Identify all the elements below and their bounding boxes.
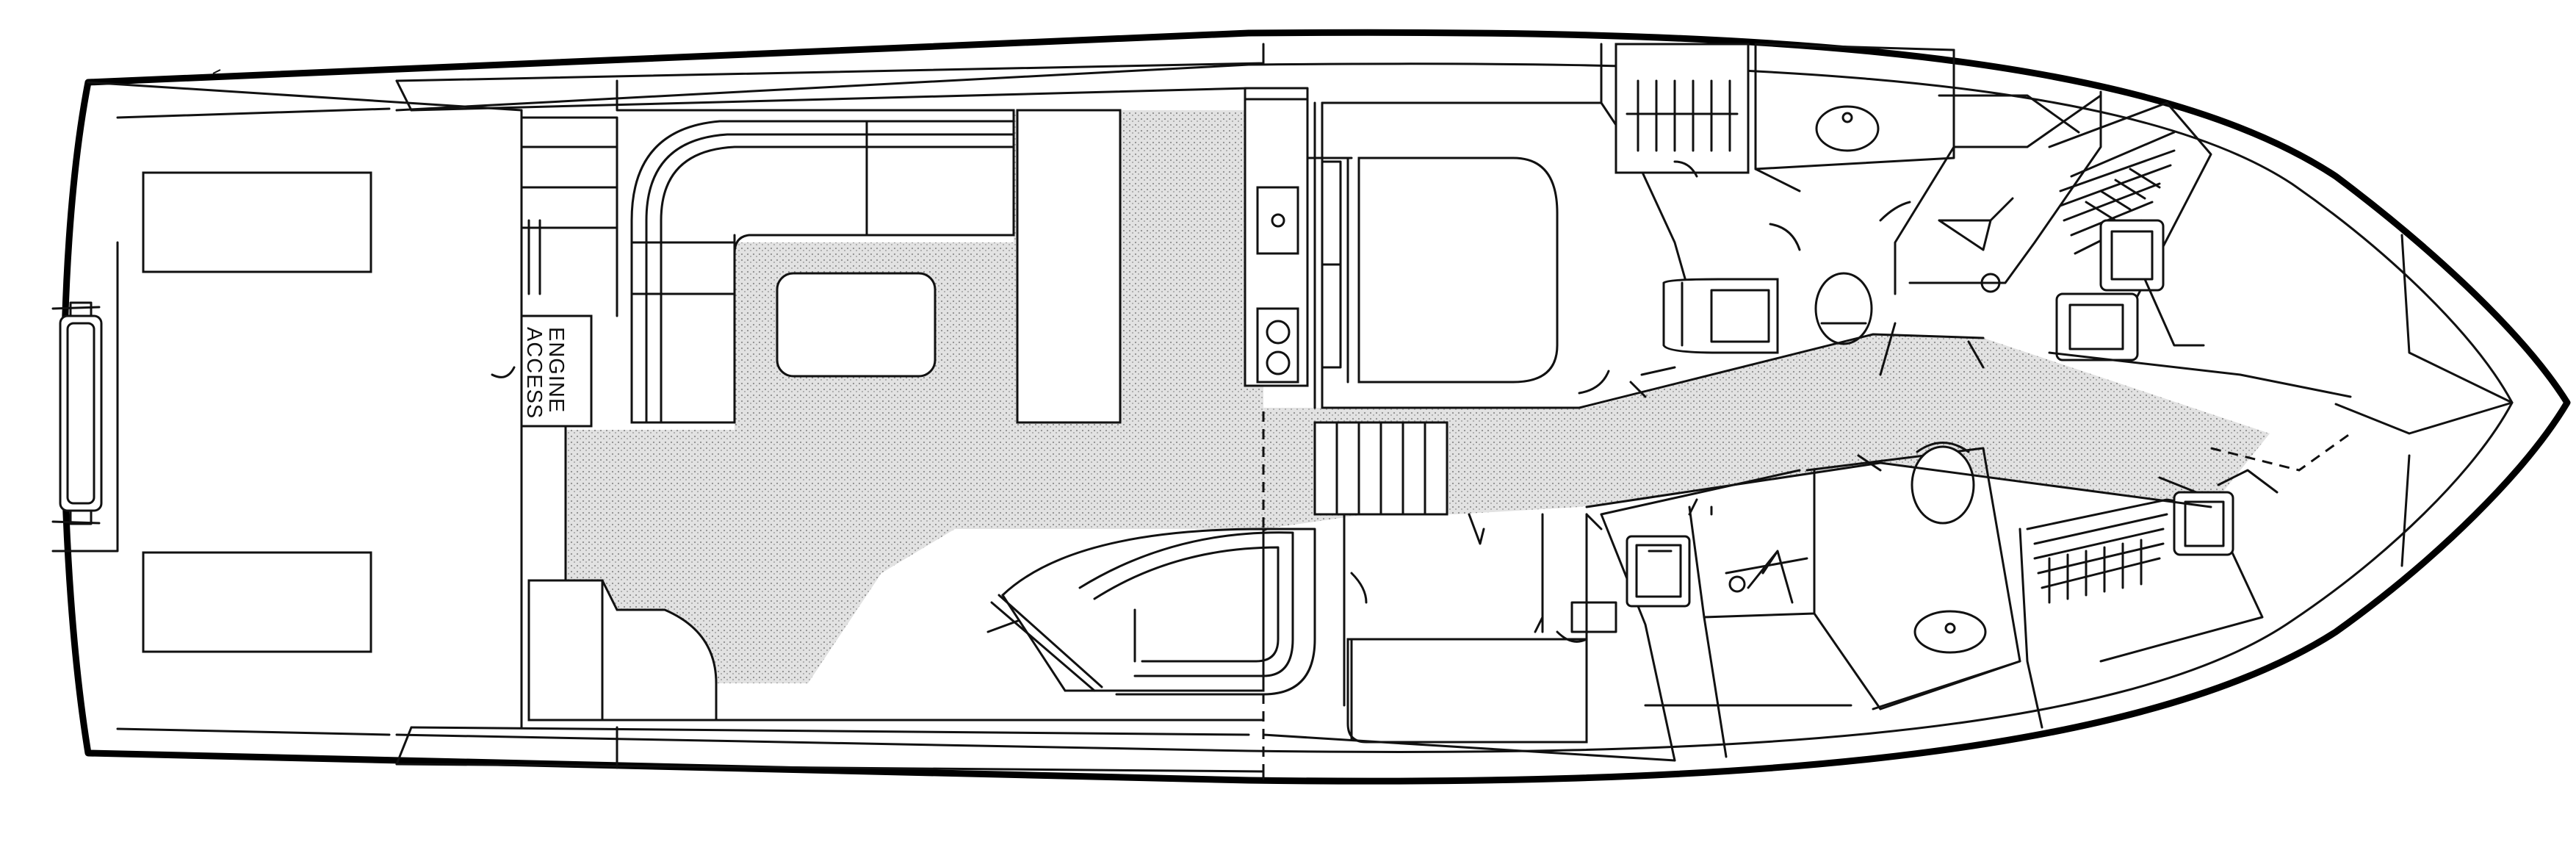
galley [1244,87,1353,409]
engine-access-hatch[interactable] [520,314,593,428]
galley-sink [1256,186,1299,255]
drawer-unit-upper-a [2099,219,2165,292]
guest-cabin-upper [1321,101,1691,409]
drawer-unit-lower [2173,491,2234,556]
side-decks [410,79,1676,769]
cockpit [51,69,523,766]
locker-forward-lower [2018,469,2279,729]
locker-forward-upper [2048,101,2352,398]
toilet-lower [1911,445,1975,525]
bow [2210,234,2514,567]
hanging-locker-upper [1614,43,1750,174]
guest-cabin-lower [1313,513,1617,744]
companionway-stairs[interactable] [1313,421,1448,516]
cockpit-hatch-top[interactable] [142,171,372,273]
cockpit-hatch-bottom[interactable] [142,551,372,653]
salon: ENGINE ACCESS [491,109,1316,722]
salon-lower-settee [527,579,718,722]
salon-table[interactable] [776,272,937,378]
deck-edge-top [395,43,1265,82]
berth-upper [1357,156,1559,384]
passageway [1578,322,2212,508]
drawer-unit-upper-b [2055,292,2139,361]
berth-lower [1346,638,1588,744]
sink-lower [1626,535,1691,608]
galley-cooktop [1256,307,1299,384]
vanity-upper [1662,278,1779,354]
salon-carpet [566,110,2270,683]
toilet-upper [1814,272,1873,345]
head-lower [1534,442,2021,762]
transom-door[interactable] [59,314,103,512]
head-upper [1600,43,1955,376]
sink-upper [1815,105,1880,152]
engine-access-label-line2: ACCESS [522,327,546,419]
engine-access-label-line1: ENGINE [544,327,568,413]
salon-settee [617,109,1015,424]
salon-console [1016,109,1122,424]
